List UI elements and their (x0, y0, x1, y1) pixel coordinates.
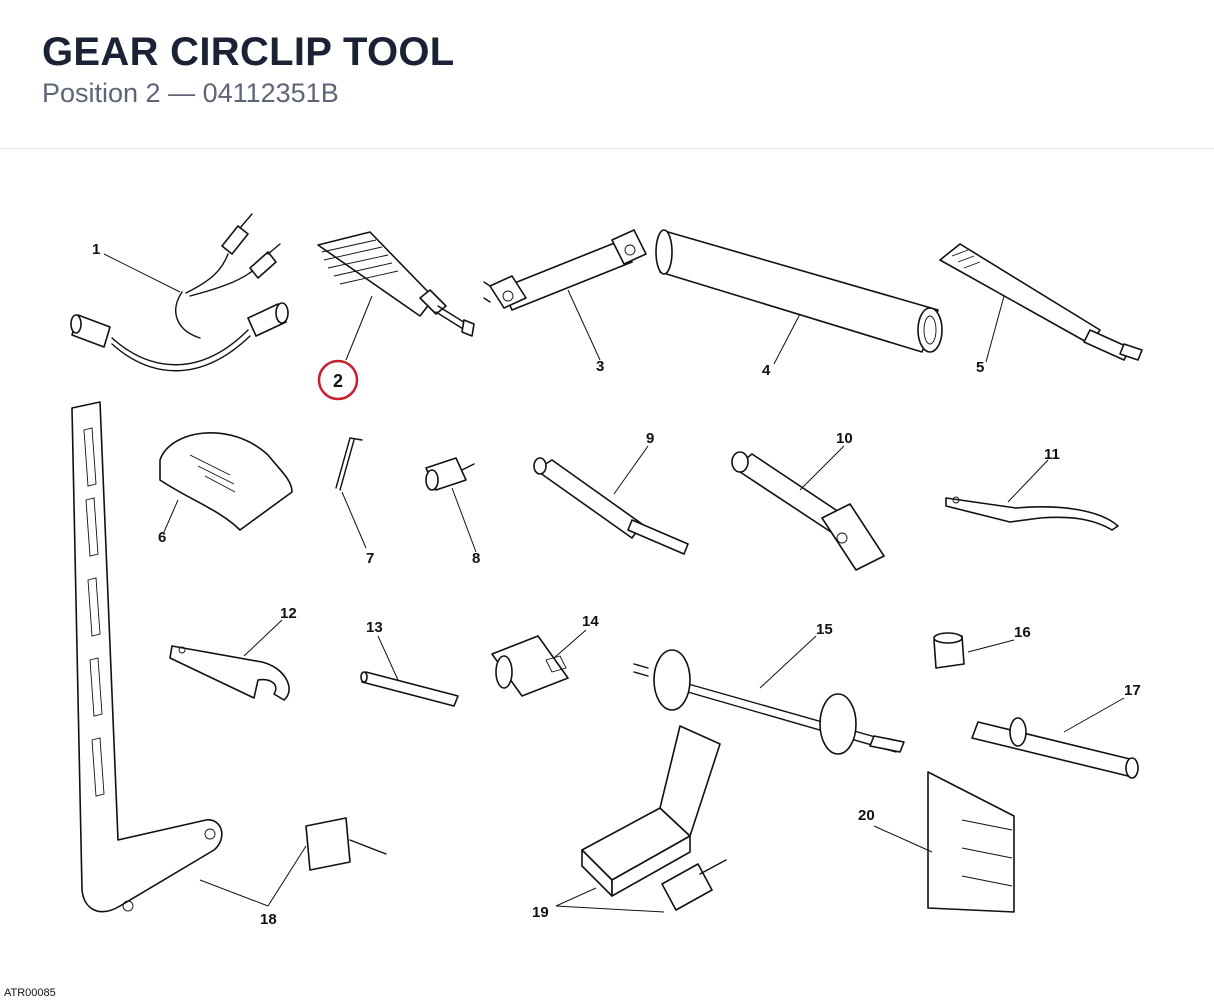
tool-17-mandrel[interactable] (971, 717, 1139, 779)
tool-7-hook-wire[interactable] (335, 437, 363, 491)
tool-19-box-and-clamp[interactable] (581, 725, 727, 911)
exploded-tool-diagram: 1 2 3 4 5 6 7 8 9 10 11 12 13 14 15 16 1… (70, 213, 1143, 928)
callout-7[interactable]: 7 (366, 550, 374, 567)
tool-15-puller[interactable] (633, 649, 905, 755)
callout-18[interactable]: 18 (260, 911, 277, 928)
tool-16-bush[interactable] (933, 632, 965, 669)
tool-11-c-spanner[interactable] (945, 496, 1119, 531)
callout-19[interactable]: 19 (532, 904, 549, 921)
callout-12[interactable]: 12 (280, 605, 297, 622)
tool-20-comb-plate[interactable] (927, 771, 1015, 913)
tool-4-sleeve[interactable] (655, 229, 943, 353)
tool-1-cable-harness[interactable] (70, 213, 289, 372)
page-title: GEAR CIRCLIP TOOL (42, 30, 455, 74)
callout-8[interactable]: 8 (472, 550, 480, 567)
callout-4[interactable]: 4 (762, 362, 771, 379)
callout-13[interactable]: 13 (366, 619, 383, 636)
tool-10-bracket-tool[interactable] (731, 451, 885, 571)
callout-17[interactable]: 17 (1124, 682, 1141, 699)
header: GEAR CIRCLIP TOOL Position 2 — 04112351B (0, 0, 1214, 149)
callout-labels: 1 2 3 4 5 6 7 8 9 10 11 12 13 14 15 16 1… (92, 241, 1141, 928)
callout-20[interactable]: 20 (858, 807, 875, 824)
tool-6-pad[interactable] (159, 432, 293, 531)
callout-14[interactable]: 14 (582, 613, 599, 630)
callout-3[interactable]: 3 (596, 358, 604, 375)
page-subtitle: Position 2 — 04112351B (42, 78, 339, 108)
tool-13-pin[interactable] (360, 671, 459, 707)
tool-18-long-bracket[interactable] (71, 401, 387, 913)
tool-12-hook-wrench[interactable] (169, 645, 290, 701)
callout-10[interactable]: 10 (836, 430, 853, 447)
callout-5[interactable]: 5 (976, 359, 984, 376)
callout-6[interactable]: 6 (158, 529, 166, 546)
callout-9[interactable]: 9 (646, 430, 654, 447)
tool-8-collar[interactable] (425, 457, 475, 491)
tool-2-gear-circlip-tool[interactable] (317, 231, 475, 337)
callout-16[interactable]: 16 (1014, 624, 1031, 641)
callout-2[interactable]: 2 (333, 371, 343, 391)
callout-15[interactable]: 15 (816, 621, 833, 638)
tool-14-socket[interactable] (491, 635, 569, 697)
callout-11[interactable]: 11 (1044, 446, 1060, 463)
drawing-code: ATR00085 (4, 987, 56, 999)
tool-5-driver-rod[interactable] (939, 243, 1143, 361)
tool-9-drift[interactable] (533, 457, 689, 555)
callout-2-highlight-ring (317, 359, 359, 401)
callout-1[interactable]: 1 (92, 241, 100, 258)
tool-3-two-pin-bar[interactable] (483, 229, 647, 311)
leader-lines (103, 253, 1125, 913)
